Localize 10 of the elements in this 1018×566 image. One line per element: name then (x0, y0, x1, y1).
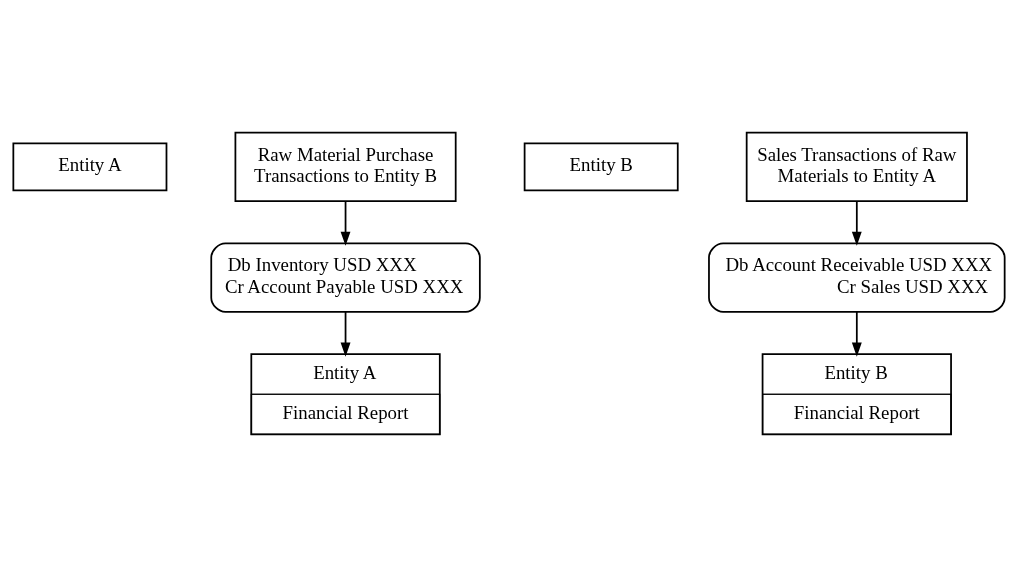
node-box: Entity B (523, 141, 679, 191)
arrow (340, 310, 351, 357)
node-box: Db Account Receivable USD XXX Cr Sales USD XXX (708, 242, 1006, 313)
node-box: Entity A (12, 141, 168, 191)
arrow (851, 310, 862, 357)
node-box: Raw Material Purchase Transactions to Entity B (234, 131, 457, 202)
node-box: Db Inventory USD XXX Cr Account Payable USD XXX (210, 242, 481, 313)
node-box: Sales Transactions of Raw Materials to Entity A (745, 131, 968, 202)
arrow (340, 199, 351, 246)
arrow (851, 199, 862, 246)
